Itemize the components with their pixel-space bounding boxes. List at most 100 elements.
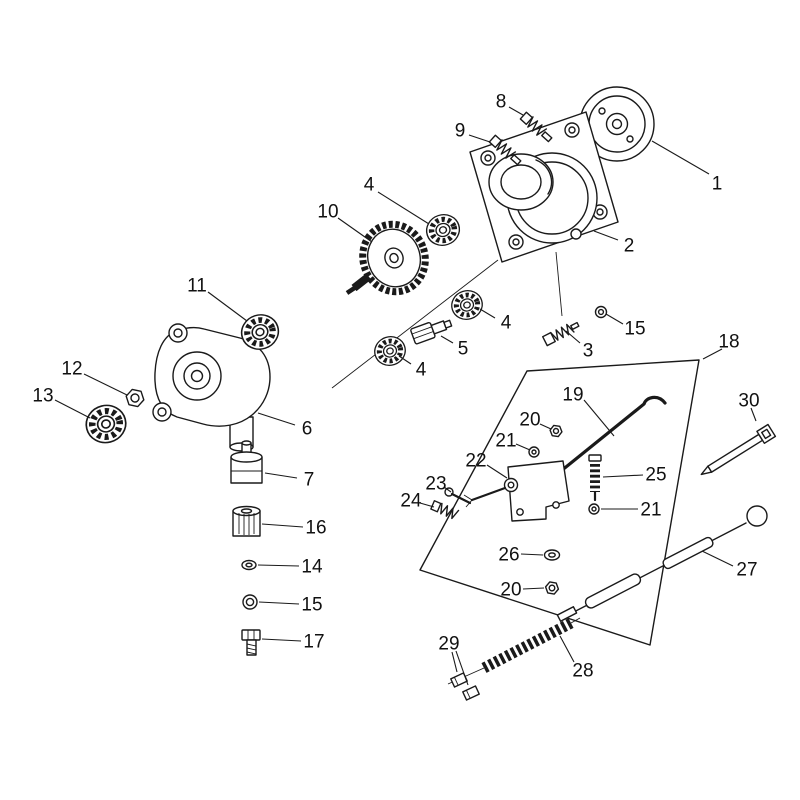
part-label-15: 15 [624, 319, 645, 340]
part-label-28: 28 [572, 661, 593, 682]
part-5-pinion-shaft [410, 319, 453, 345]
part-4-bearing [448, 287, 486, 323]
part-label-25: 25 [645, 465, 666, 486]
leader-line-part-20 [522, 587, 545, 590]
part-16-knurled-fitting [232, 505, 261, 537]
part-label-4: 4 [364, 175, 375, 196]
part-label-20: 20 [500, 580, 521, 601]
part-label-13: 13 [32, 386, 53, 407]
leader-line-part-5 [440, 335, 454, 344]
leader-line-part-23 [443, 486, 452, 493]
leader-line-part-4 [398, 355, 412, 365]
part-label-6: 6 [302, 419, 313, 440]
part-17-bolt [241, 629, 261, 656]
part-13-bearing [82, 401, 129, 446]
leader-line-part-29 [455, 650, 469, 686]
part-label-8: 8 [496, 92, 507, 113]
part-20-nut [544, 581, 560, 595]
leader-line-part-17 [261, 638, 302, 642]
leader-line-part-10 [337, 217, 373, 243]
leader-line-part-25 [602, 474, 644, 478]
part-1-end-cap [579, 86, 655, 162]
part-14-washer [241, 559, 257, 571]
leader-line-part-2 [593, 230, 619, 241]
leader-line-part-30 [750, 407, 757, 422]
part-7-valve-piston [230, 440, 263, 484]
part-label-29: 29 [438, 634, 459, 655]
part-21-ering [588, 503, 600, 515]
leader-line-part-12 [83, 373, 128, 396]
part-label-26: 26 [498, 545, 519, 566]
leader-line-part-8 [508, 106, 524, 116]
leader-line-part-3 [565, 330, 581, 344]
leader-line-part-19 [583, 399, 615, 437]
part-4-bearing [371, 333, 409, 369]
leader-line-part-15 [258, 601, 300, 605]
part-label-7: 7 [304, 470, 315, 491]
assembly-axis-line [555, 251, 563, 317]
part-label-24: 24 [400, 491, 422, 512]
part-label-22: 22 [465, 451, 486, 472]
part-label-4: 4 [501, 313, 512, 334]
part-label-17: 17 [303, 632, 324, 653]
leader-line-part-29 [451, 651, 458, 673]
part-label-10: 10 [317, 202, 338, 223]
leader-line-part-15 [605, 313, 624, 325]
part-10-gear [345, 220, 429, 296]
part-label-5: 5 [458, 339, 469, 360]
leader-line-part-24 [419, 502, 435, 508]
callouts-layer: 1234445678910111213141515161718192020212… [32, 92, 760, 686]
leader-line-part-26 [520, 553, 544, 556]
part-label-14: 14 [301, 557, 323, 578]
part-2-pump-housing [469, 111, 619, 263]
leader-line-part-14 [257, 564, 300, 567]
leader-line-part-22 [486, 464, 508, 479]
leader-line-part-28 [559, 635, 575, 663]
part-25-spring-screw [588, 454, 602, 502]
part-label-21: 21 [640, 500, 661, 521]
part-20-nut [549, 424, 563, 438]
part-label-18: 18 [718, 332, 739, 353]
part-22-lever-bracket [463, 460, 570, 522]
part-21-ering [528, 446, 540, 458]
part-27-throttle-cable [556, 505, 768, 622]
part-26-washer [543, 549, 561, 561]
part-label-21: 21 [495, 431, 516, 452]
leader-line-part-21 [515, 443, 531, 451]
part-24-screw [430, 500, 460, 520]
part-9-screw [488, 134, 522, 166]
part-label-3: 3 [583, 341, 594, 362]
leader-line-part-4 [479, 308, 496, 319]
part-12-nut [125, 388, 145, 408]
part-label-19: 19 [562, 385, 583, 406]
part-23-screw [444, 487, 472, 505]
leader-line-part-1 [651, 140, 710, 175]
leader-line-part-7 [264, 472, 298, 479]
leader-line-part-18 [702, 348, 723, 360]
part-label-11: 11 [187, 276, 207, 297]
part-29-ferrule [462, 685, 480, 701]
part-label-12: 12 [61, 359, 82, 380]
part-label-15: 15 [301, 595, 322, 616]
part-4-bearing [423, 210, 464, 249]
part-label-1: 1 [712, 174, 723, 195]
leader-line-part-11 [207, 291, 248, 322]
part-label-30: 30 [738, 391, 759, 412]
leader-line-part-16 [261, 523, 304, 528]
part-8-screw [519, 111, 553, 143]
leader-line-part-13 [54, 399, 91, 419]
part-label-4: 4 [416, 360, 427, 381]
part-3-screw [541, 321, 580, 347]
leader-line-part-27 [701, 550, 734, 567]
part-label-27: 27 [736, 560, 757, 581]
leader-line-part-6 [257, 412, 296, 426]
leader-line-part-9 [468, 134, 491, 143]
part-15-ring [594, 305, 608, 319]
part-label-9: 9 [455, 121, 466, 142]
part-label-16: 16 [305, 518, 326, 539]
leader-line-part-20 [539, 423, 552, 430]
assembly-axis-line [331, 259, 499, 389]
leader-line-part-4 [377, 191, 430, 225]
part-28-coil-spring [447, 617, 581, 685]
